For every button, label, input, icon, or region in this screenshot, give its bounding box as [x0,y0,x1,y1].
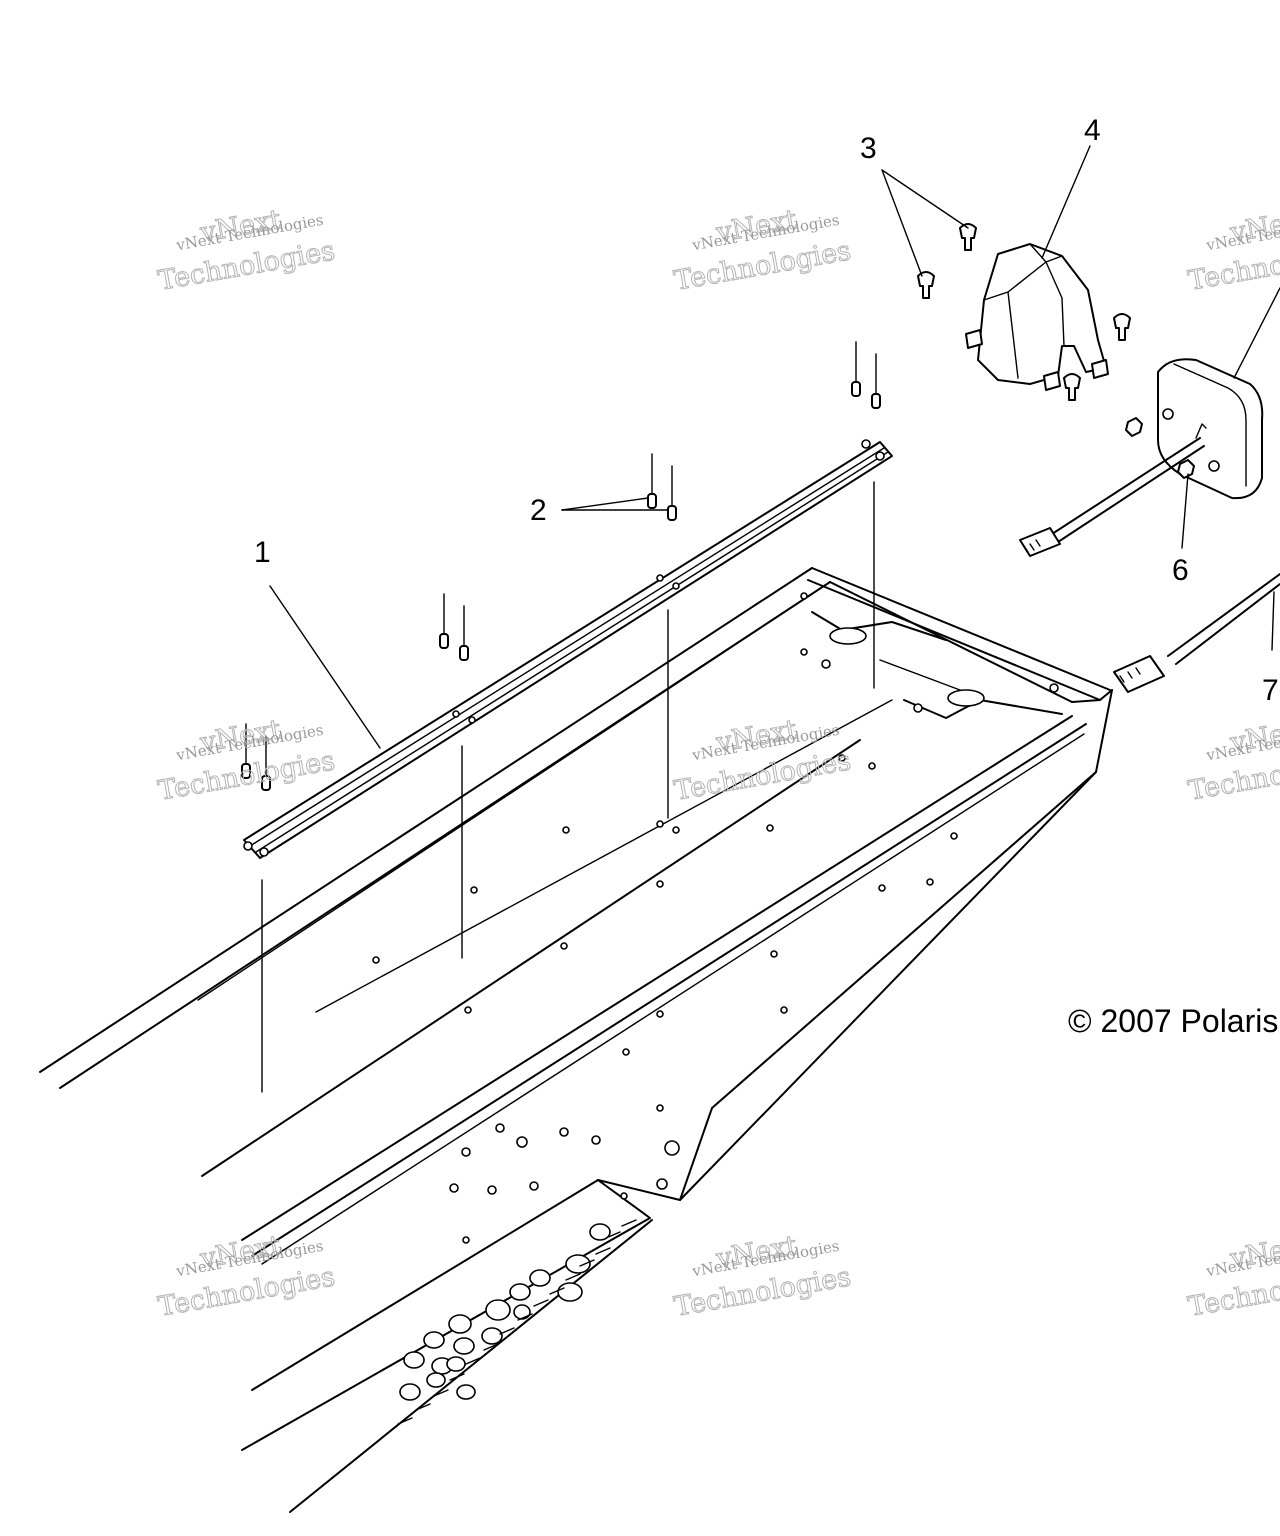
callout-6: 6 [1172,554,1189,587]
rivet [261,735,271,791]
wire-harness-lower [1113,573,1280,693]
rivets [241,341,881,791]
louvers [397,1219,637,1425]
copyright-notice: © 2007 Polaris [1068,1003,1278,1039]
callout-1: 1 [254,536,271,569]
taillight-lens [1157,358,1264,500]
callout-2: 2 [530,494,547,527]
wire-harness-upper [1019,437,1205,557]
rivet [439,593,449,649]
callout-3: 3 [860,132,877,165]
rivet [241,723,251,779]
nuts [1125,417,1195,479]
rivet [851,341,861,397]
screws [917,223,1131,401]
rivet [871,353,881,409]
side-panel-holes [399,1123,680,1401]
rail-strip [243,439,893,859]
guide-lines [261,481,875,1093]
callouts: 1 2 3 4 6 7 [254,114,1279,707]
taillight-housing [965,243,1109,391]
tunnel-holes [372,592,1059,1112]
leader-lines [269,145,1280,749]
rivet [667,465,677,521]
callout-7: 7 [1262,674,1279,707]
tunnel-assembly [39,567,1113,1513]
rivet [647,453,657,509]
rivet [459,605,469,661]
callout-4: 4 [1084,114,1101,147]
